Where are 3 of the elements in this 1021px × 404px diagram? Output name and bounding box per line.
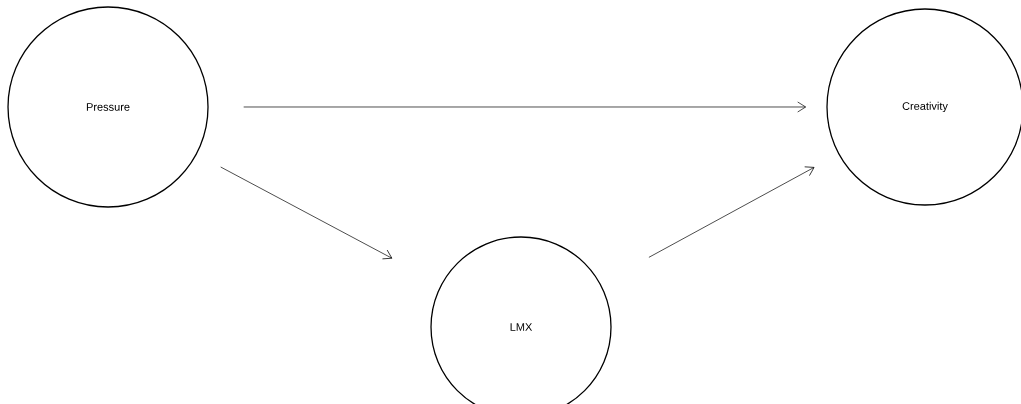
- arrow: [648, 166, 815, 258]
- arrow: [243, 101, 807, 113]
- arrow: [220, 166, 393, 260]
